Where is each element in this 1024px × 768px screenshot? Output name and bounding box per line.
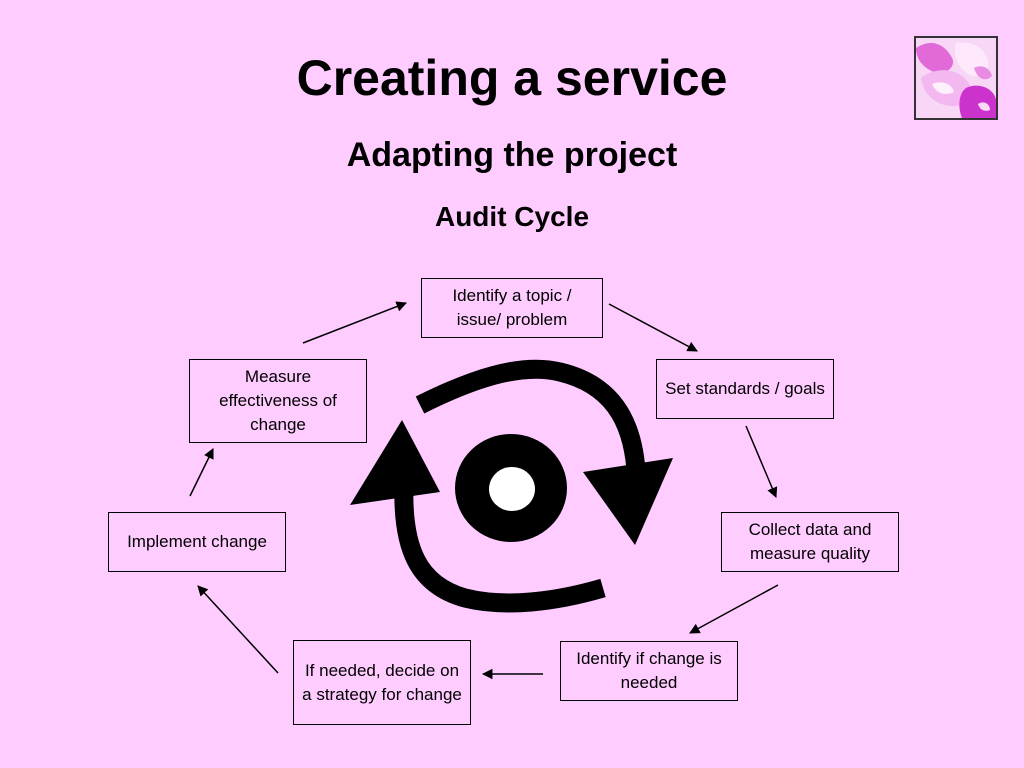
thumbnail-image xyxy=(914,36,998,120)
connector-arrow-implement-to-measure xyxy=(189,448,214,497)
step-measure-effectiveness: Measure effectiveness of change xyxy=(189,359,367,443)
page-subtitle: Adapting the project xyxy=(346,136,678,174)
circular-arrows-cycle-icon xyxy=(350,359,673,613)
step-implement-change: Implement change xyxy=(108,512,286,572)
step-identify-change: Identify if change is needed xyxy=(560,641,738,701)
step-set-standards: Set standards / goals xyxy=(656,359,834,419)
page-title: Creating a service xyxy=(296,50,728,106)
step-collect-data: Collect data and measure quality xyxy=(721,512,899,572)
connector-arrow-standards-to-collect xyxy=(745,425,778,498)
section-title: Audit Cycle xyxy=(434,201,590,232)
connector-arrow-measure-to-identify xyxy=(302,301,407,344)
connector-arrow-strategy-to-implement xyxy=(197,585,279,674)
pink-photo-thumbnail-icon xyxy=(916,38,996,118)
connector-arrow-collect-to-change xyxy=(689,584,779,634)
step-identify-topic: Identify a topic / issue/ problem xyxy=(421,278,603,338)
step-decide-strategy: If needed, decide on a strategy for chan… xyxy=(293,640,471,725)
connector-arrow-identify-to-standards xyxy=(608,303,698,352)
